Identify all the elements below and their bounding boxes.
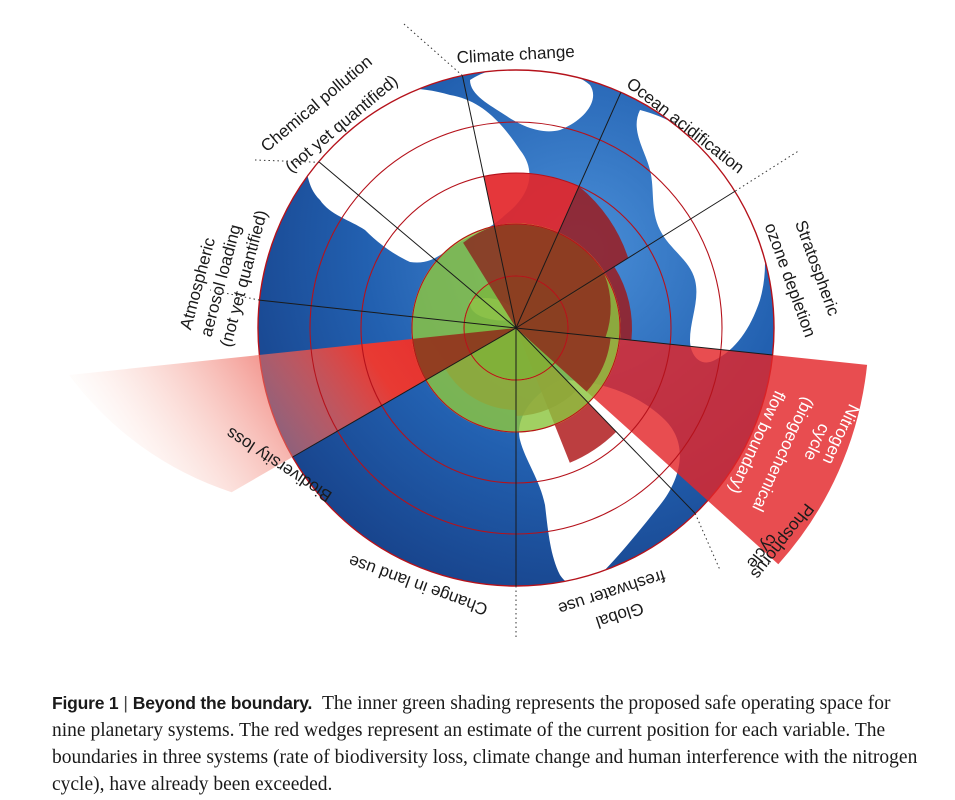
caption-text: The inner green shading represents the p… bbox=[52, 693, 918, 795]
figure-caption: Figure 1 | Beyond the boundary. The inne… bbox=[52, 690, 922, 798]
sector-dividers bbox=[259, 75, 773, 586]
land-greenland bbox=[470, 70, 594, 132]
label-climate-change: Climate change bbox=[456, 42, 575, 67]
planetary-boundaries-figure: Climate change Ocean acidification Strat… bbox=[69, 23, 868, 640]
sector-dividers-outside bbox=[209, 23, 801, 640]
caption-title: Beyond the boundary. bbox=[132, 693, 313, 713]
wedge-biodiversity-loss bbox=[69, 328, 516, 493]
land-north-america bbox=[290, 88, 530, 263]
wedge-overlays bbox=[412, 223, 611, 392]
caption-separator: | bbox=[118, 693, 133, 713]
caption-label: Figure 1 bbox=[52, 693, 119, 713]
wedge-nitrogen-cycle bbox=[516, 328, 868, 565]
